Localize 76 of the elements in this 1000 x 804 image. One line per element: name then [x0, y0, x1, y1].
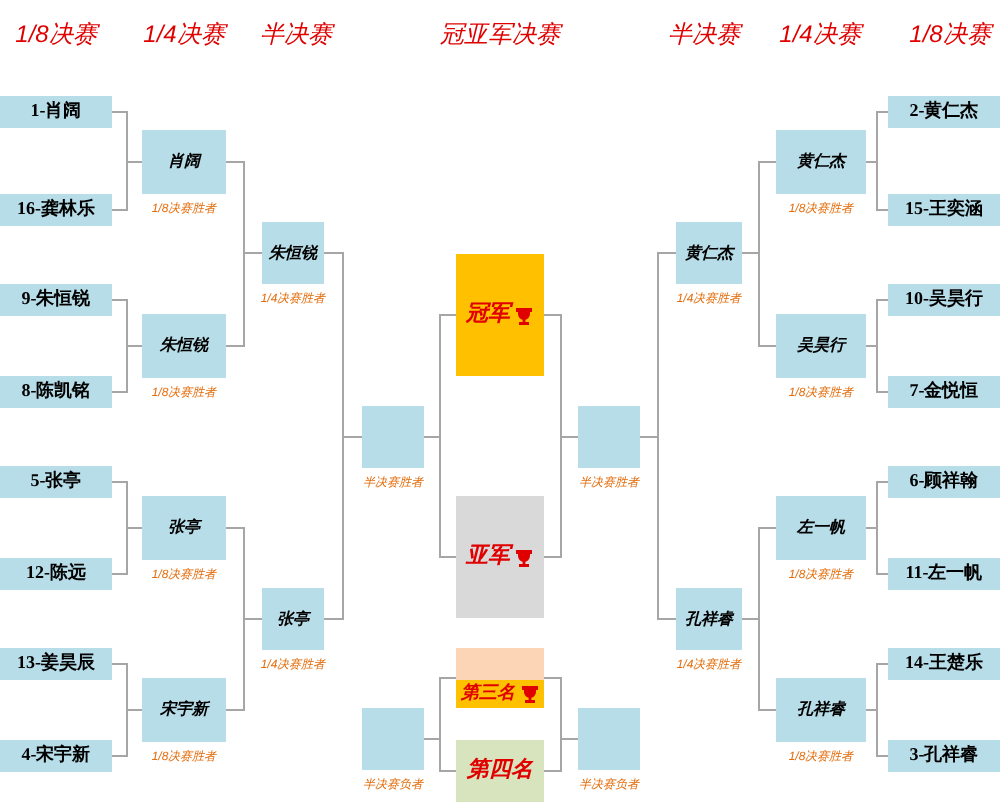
name-text: 第三名	[461, 680, 515, 707]
player-box	[888, 194, 1000, 226]
name-text: 9-朱恒锐	[21, 286, 91, 313]
bracket-line	[423, 436, 457, 558]
round-heading: 1/4决赛	[779, 18, 861, 52]
bracket-line	[111, 345, 143, 393]
name-text: 肖阔	[168, 150, 200, 174]
player-box	[0, 96, 112, 128]
player-box	[888, 284, 1000, 316]
player-box	[888, 648, 1000, 680]
name-text: 朱恒锐	[160, 334, 208, 358]
bracket-line	[741, 252, 777, 347]
bracket-line	[865, 709, 889, 757]
name-text: 5-张亭	[30, 468, 82, 495]
name-text: 13-姜昊辰	[17, 650, 95, 677]
name-text: 2-黄仁杰	[909, 98, 979, 125]
name-text: 孔祥睿	[685, 607, 733, 631]
name-text: 冠军	[466, 300, 510, 331]
name-text: 15-王奕涵	[905, 196, 983, 223]
player-box	[0, 740, 112, 772]
player-box	[888, 466, 1000, 498]
player-box	[0, 194, 112, 226]
name-text: 4-宋宇新	[21, 742, 91, 769]
name-text: 张亭	[277, 607, 309, 631]
name-text: 7-金悦恒	[909, 378, 979, 405]
name-text: 11-左一帆	[905, 560, 983, 587]
round-heading: 半决赛	[260, 18, 332, 52]
bracket-line	[639, 436, 677, 620]
name-text: 16-龚林乐	[17, 196, 95, 223]
bracket-line	[423, 738, 457, 772]
name-text: 孔祥睿	[797, 698, 845, 722]
round-heading: 1/4决赛	[143, 18, 225, 52]
bracket-line	[543, 738, 579, 772]
name-text: 吴昊行	[797, 334, 845, 358]
round-heading: 半决赛	[668, 18, 740, 52]
bracket-line	[323, 436, 363, 620]
bracket-line	[225, 252, 263, 347]
player-box	[0, 376, 112, 408]
bracket-line	[865, 527, 889, 575]
round-heading: 1/8决赛	[15, 18, 97, 52]
bracket-line	[741, 618, 777, 711]
name-text: 10-吴昊行	[905, 286, 983, 313]
name-text: 黄仁杰	[797, 150, 845, 174]
name-text: 第四名	[467, 755, 533, 787]
player-box	[0, 648, 112, 680]
name-text: 1-肖阔	[30, 98, 82, 125]
name-text: 朱恒锐	[269, 241, 317, 265]
player-box	[888, 740, 1000, 772]
bracket-line	[225, 618, 263, 711]
bracket-line	[111, 161, 143, 211]
player-box	[0, 466, 112, 498]
placement-box	[456, 740, 544, 802]
name-text: 亚军	[466, 542, 510, 573]
bracket-line	[865, 345, 889, 393]
name-text: 黄仁杰	[685, 241, 733, 265]
player-box	[888, 96, 1000, 128]
placement-box	[456, 496, 544, 618]
bracket-line	[111, 709, 143, 757]
placement-box	[456, 254, 544, 376]
name-text: 左一帆	[797, 516, 845, 540]
name-text: 14-王楚乐	[905, 650, 983, 677]
placement-box	[456, 648, 544, 708]
bracket-line	[111, 527, 143, 575]
round-heading: 冠亚军决赛	[440, 18, 560, 52]
name-text: 宋宇新	[160, 698, 208, 722]
round-heading: 1/8决赛	[909, 18, 991, 52]
bracket-line	[865, 161, 889, 211]
player-box	[888, 558, 1000, 590]
name-text: 12-陈远	[26, 560, 86, 587]
player-box	[0, 558, 112, 590]
player-box	[0, 284, 112, 316]
name-text: 张亭	[168, 516, 200, 540]
player-box	[888, 376, 1000, 408]
name-text: 8-陈凯铭	[21, 378, 91, 405]
name-text: 6-顾祥翰	[909, 468, 979, 495]
name-text: 3-孔祥睿	[909, 742, 979, 769]
